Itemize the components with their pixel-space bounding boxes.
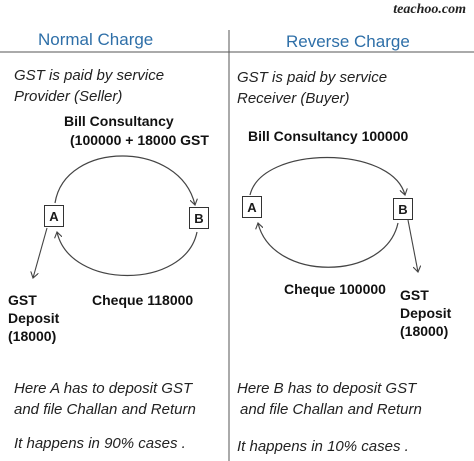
reverse-bill-label: Bill Consultancy 100000 [248,128,409,144]
brand-logo: teachoo.com [393,2,466,17]
normal-deposit-line3: (18000) [8,328,57,344]
normal-node-b: B [189,207,209,229]
normal-intro-line1: GST is paid by service [14,67,165,84]
reverse-deposit-line1: GST [400,287,429,303]
reverse-cheque-label: Cheque 100000 [284,281,386,297]
reverse-node-a: A [242,196,262,218]
reverse-deposit-line2: Deposit [400,305,452,321]
reverse-intro-line2: Receiver (Buyer) [237,90,350,107]
reverse-node-b: B [393,198,413,220]
right-deposit-arrow [407,219,418,272]
normal-note-line1: Here A has to deposit GST [14,380,193,397]
normal-bill-line1: Bill Consultancy [64,113,174,129]
reverse-deposit-line3: (18000) [400,323,449,339]
left-cheque-arrow [57,232,198,277]
normal-intro-line2: Provider (Seller) [14,88,123,105]
reverse-note-line2: and file Challan and Return [240,401,422,418]
reverse-intro-line1: GST is paid by service [237,69,388,86]
normal-deposit-line1: GST [8,292,37,308]
normal-node-a: A [44,205,64,227]
reverse-charge-heading: Reverse Charge [286,32,410,51]
left-deposit-arrow [33,227,48,278]
left-bill-arrow [54,155,195,205]
reverse-note-line1: Here B has to deposit GST [237,380,417,397]
normal-bill-line2: (100000 + 18000 GST [70,132,209,148]
right-bill-arrow [249,156,405,196]
normal-charge-heading: Normal Charge [38,30,154,49]
normal-note-line2: and file Challan and Return [14,401,196,418]
right-cheque-arrow [258,223,399,268]
normal-deposit-line2: Deposit [8,310,60,326]
normal-cheque-label: Cheque 118000 [92,292,194,308]
reverse-cases: It happens in 10% cases . [237,438,409,455]
normal-cases: It happens in 90% cases . [14,435,186,452]
